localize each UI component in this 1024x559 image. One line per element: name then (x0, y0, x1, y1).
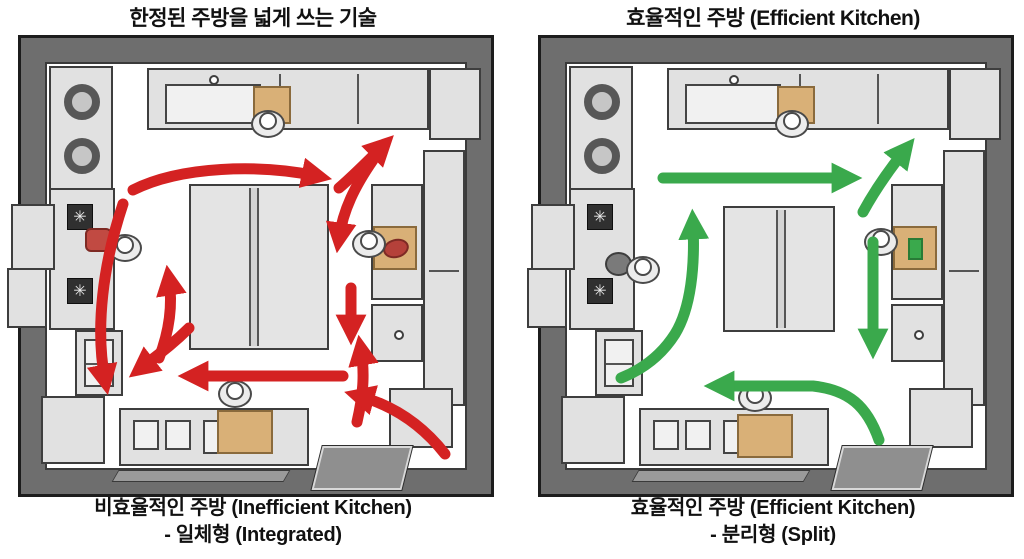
left-caption-line2: - 일체형 (Integrated) (164, 524, 342, 546)
corner-lower-cabinet (41, 396, 105, 464)
fridge-tall-cabinet (943, 150, 985, 406)
cook-right (351, 224, 387, 260)
left-panel-title: 한정된 주방을 넓게 쓰는 기술 (129, 7, 377, 30)
pane-divider (606, 363, 632, 365)
oven-door-icon (584, 84, 620, 120)
corner-lower-cabinet (561, 396, 625, 464)
stove-column: ✳ ✳ (49, 188, 115, 330)
cook-right (863, 222, 899, 258)
wall-band (21, 38, 491, 494)
oven-door-icon (64, 84, 100, 120)
hood-box (11, 204, 55, 270)
sink-basin (685, 84, 781, 124)
hood-box (531, 204, 575, 270)
sink-basin (165, 84, 261, 124)
faucet-icon (729, 75, 739, 85)
cabinet-divider (357, 74, 359, 124)
pane-divider (86, 363, 112, 365)
bottom-right-cabinet (389, 388, 453, 448)
cabinet-divider (429, 270, 459, 272)
fridge-tall-cabinet (423, 150, 465, 406)
kitchen-island (723, 206, 835, 332)
cutting-board (893, 226, 937, 270)
bottom-right-cabinet (909, 388, 973, 448)
cook-top (774, 104, 810, 140)
island-seam (776, 210, 786, 328)
hood-box (527, 268, 567, 328)
left-caption-line1: 비효율적인 주방 (Inefficient Kitchen) (94, 497, 412, 519)
kitchen-island (189, 184, 329, 350)
oven-door-icon (584, 138, 620, 174)
glass-cabinet (595, 330, 643, 396)
oven-tower (569, 66, 633, 190)
bottom-counter (639, 408, 829, 466)
burner-icon: ✳ (587, 278, 613, 304)
oven-tower (49, 66, 113, 190)
knob-icon (914, 330, 924, 340)
burner-icon: ✳ (67, 278, 93, 304)
efficient-kitchen-plan: ✳ ✳ (527, 35, 1014, 497)
cutting-board (217, 410, 273, 454)
floor-mat (631, 470, 811, 482)
cabinet-divider (877, 74, 879, 124)
sink-basin (165, 420, 191, 450)
doorway (830, 445, 934, 491)
right-caption-line1: 효율적인 주방 (Efficient Kitchen) (630, 497, 916, 519)
cabinet-divider (949, 270, 979, 272)
floor-mat (111, 470, 291, 482)
corner-upper-cabinet (429, 68, 481, 140)
cook-left (107, 228, 143, 264)
right-lower-cabinet (371, 304, 423, 362)
sink-basin (133, 420, 159, 450)
sink-basin (653, 420, 679, 450)
right-caption-line2: - 분리형 (Split) (710, 524, 836, 546)
bottom-counter (119, 408, 309, 466)
island-seam (249, 188, 259, 346)
cook-left (625, 250, 661, 286)
right-caption: 효율적인 주방 (Efficient Kitchen) - 분리형 (Split… (538, 495, 1008, 549)
corner-upper-cabinet (949, 68, 1001, 140)
faucet-icon (209, 75, 219, 85)
glass-cabinet (75, 330, 123, 396)
hood-box (7, 268, 47, 328)
sink-basin (685, 420, 711, 450)
vegetable-item (908, 238, 923, 260)
doorway (310, 445, 414, 491)
right-panel-title: 효율적인 주방 (Efficient Kitchen) (626, 7, 920, 30)
burner-icon: ✳ (587, 204, 613, 230)
wall-band (541, 38, 1011, 494)
left-caption: 비효율적인 주방 (Inefficient Kitchen) - 일체형 (In… (18, 495, 488, 549)
burner-icon: ✳ (67, 204, 93, 230)
cutting-board (737, 414, 793, 458)
cook-bottom (737, 378, 773, 414)
right-lower-cabinet (891, 304, 943, 362)
inefficient-kitchen-plan: ✳ ✳ (7, 35, 494, 497)
knob-icon (394, 330, 404, 340)
oven-door-icon (64, 138, 100, 174)
cook-top (250, 104, 286, 140)
cook-bottom (217, 374, 253, 410)
